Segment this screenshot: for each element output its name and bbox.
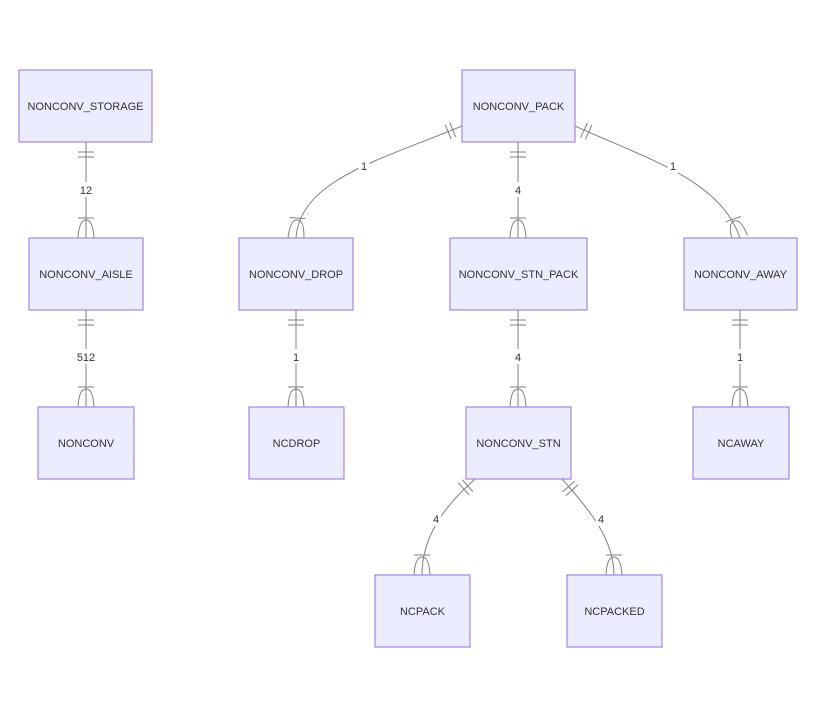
entities-layer: NONCONV_STORAGE NONCONV_AISLE NONCONV NONCO… bbox=[18, 69, 798, 648]
relationship-label-text: 4 bbox=[515, 185, 521, 197]
relationship-label: 1 bbox=[358, 158, 370, 173]
relationship-aisle-nonconv: 512 bbox=[74, 310, 98, 408]
relationship-line bbox=[295, 125, 463, 239]
entity-name: NONCONV bbox=[58, 438, 115, 450]
cardinality-one-marker bbox=[458, 479, 474, 496]
entity-name: NCDROP bbox=[273, 438, 321, 450]
relationship-label: 512 bbox=[74, 349, 98, 364]
relationship-label: 4 bbox=[512, 182, 524, 197]
entity-box[interactable] bbox=[28, 237, 144, 311]
entity-box[interactable] bbox=[248, 406, 345, 480]
entity-stnpack[interactable]: NONCONV_STN_PACK bbox=[449, 237, 588, 311]
entity-name: NCPACK bbox=[400, 606, 446, 618]
entity-box[interactable] bbox=[683, 237, 798, 311]
entity-box[interactable] bbox=[238, 237, 354, 311]
relationship-stn-ncpacked: 4 bbox=[561, 478, 623, 576]
relationship-label-text: 1 bbox=[670, 161, 676, 173]
entity-name: NONCONV_PACK bbox=[473, 101, 565, 113]
relationship-label-text: 4 bbox=[598, 514, 604, 526]
relationship-stn-ncpack: 4 bbox=[413, 478, 476, 576]
cardinality-many-marker bbox=[287, 216, 306, 239]
entity-storage[interactable]: NONCONV_STORAGE bbox=[18, 69, 153, 143]
cardinality-many-marker bbox=[605, 554, 623, 576]
relationship-pack-away: 1 bbox=[574, 122, 749, 241]
entity-name: NONCONV_AWAY bbox=[694, 269, 788, 281]
relationship-label: 1 bbox=[667, 158, 679, 173]
cardinality-one-marker bbox=[732, 319, 748, 326]
relationships-layer: 12 512 1 4 1 1 4 1 4 4 bbox=[74, 122, 749, 576]
entity-away[interactable]: NONCONV_AWAY bbox=[683, 237, 798, 311]
entity-nonconv[interactable]: NONCONV bbox=[37, 406, 135, 480]
relationship-storage-aisle: 12 bbox=[77, 142, 95, 239]
cardinality-many-marker bbox=[413, 554, 431, 576]
entity-box[interactable] bbox=[449, 237, 588, 311]
cardinality-many-marker bbox=[287, 386, 305, 408]
cardinality-one-marker bbox=[78, 319, 95, 326]
entity-name: NONCONV_DROP bbox=[249, 269, 343, 281]
entity-stn[interactable]: NONCONV_STN bbox=[465, 406, 572, 480]
cardinality-many-marker bbox=[77, 386, 95, 408]
entity-box[interactable] bbox=[37, 406, 135, 480]
entity-aisle[interactable]: NONCONV_AISLE bbox=[28, 237, 144, 311]
cardinality-many-marker bbox=[725, 216, 749, 241]
relationship-label: 4 bbox=[512, 349, 524, 364]
relationship-pack-stnpack: 4 bbox=[509, 142, 527, 239]
cardinality-one-marker bbox=[510, 151, 526, 158]
relationship-line bbox=[561, 478, 615, 576]
entity-name: NONCONV_AISLE bbox=[39, 269, 133, 281]
relationship-label-text: 1 bbox=[361, 161, 367, 173]
cardinality-one-marker bbox=[444, 122, 457, 140]
entity-drop[interactable]: NONCONV_DROP bbox=[238, 237, 354, 311]
cardinality-one-marker bbox=[288, 319, 304, 326]
cardinality-one-marker bbox=[562, 480, 579, 496]
relationship-line bbox=[574, 125, 741, 239]
cardinality-many-marker bbox=[731, 386, 749, 408]
entity-name: NCAWAY bbox=[718, 438, 765, 450]
entity-box[interactable] bbox=[18, 69, 153, 143]
cardinality-one-marker bbox=[510, 319, 526, 326]
relationship-label-text: 512 bbox=[77, 352, 95, 364]
entity-name: NONCONV_STN bbox=[476, 438, 560, 450]
relationship-label-text: 1 bbox=[737, 352, 743, 364]
entity-box[interactable] bbox=[692, 406, 790, 480]
cardinality-one-marker bbox=[580, 122, 593, 140]
relationship-label: 1 bbox=[290, 349, 302, 364]
entity-name: NONCONV_STORAGE bbox=[28, 101, 144, 113]
relationship-label-text: 4 bbox=[433, 514, 439, 526]
entity-box[interactable] bbox=[566, 574, 663, 648]
relationship-label: 1 bbox=[734, 349, 746, 364]
relationship-pack-drop: 1 bbox=[287, 122, 463, 239]
relationship-label-text: 4 bbox=[515, 352, 521, 364]
relationship-label: 4 bbox=[430, 511, 442, 526]
relationship-stnpack-stn: 4 bbox=[509, 310, 527, 408]
relationship-label-text: 12 bbox=[80, 185, 92, 197]
entity-ncpack[interactable]: NCPACK bbox=[374, 574, 471, 648]
entity-ncdrop[interactable]: NCDROP bbox=[248, 406, 345, 480]
entity-name: NONCONV_STN_PACK bbox=[459, 269, 579, 281]
relationship-line bbox=[421, 478, 476, 576]
relationship-label: 12 bbox=[77, 182, 95, 197]
cardinality-one-marker bbox=[78, 151, 95, 158]
relationship-drop-ncdrop: 1 bbox=[287, 310, 305, 408]
entity-ncpacked[interactable]: NCPACKED bbox=[566, 574, 663, 648]
entity-name: NCPACKED bbox=[584, 606, 644, 618]
relationship-away-ncaway: 1 bbox=[731, 310, 749, 408]
entity-ncaway[interactable]: NCAWAY bbox=[692, 406, 790, 480]
cardinality-many-marker bbox=[77, 217, 95, 239]
cardinality-many-marker bbox=[509, 217, 527, 239]
entity-box[interactable] bbox=[374, 574, 471, 648]
entity-box[interactable] bbox=[461, 69, 576, 143]
relationship-label-text: 1 bbox=[293, 352, 299, 364]
relationship-label: 4 bbox=[595, 511, 607, 526]
cardinality-many-marker bbox=[509, 386, 527, 408]
entity-pack[interactable]: NONCONV_PACK bbox=[461, 69, 576, 143]
entity-box[interactable] bbox=[465, 406, 572, 480]
